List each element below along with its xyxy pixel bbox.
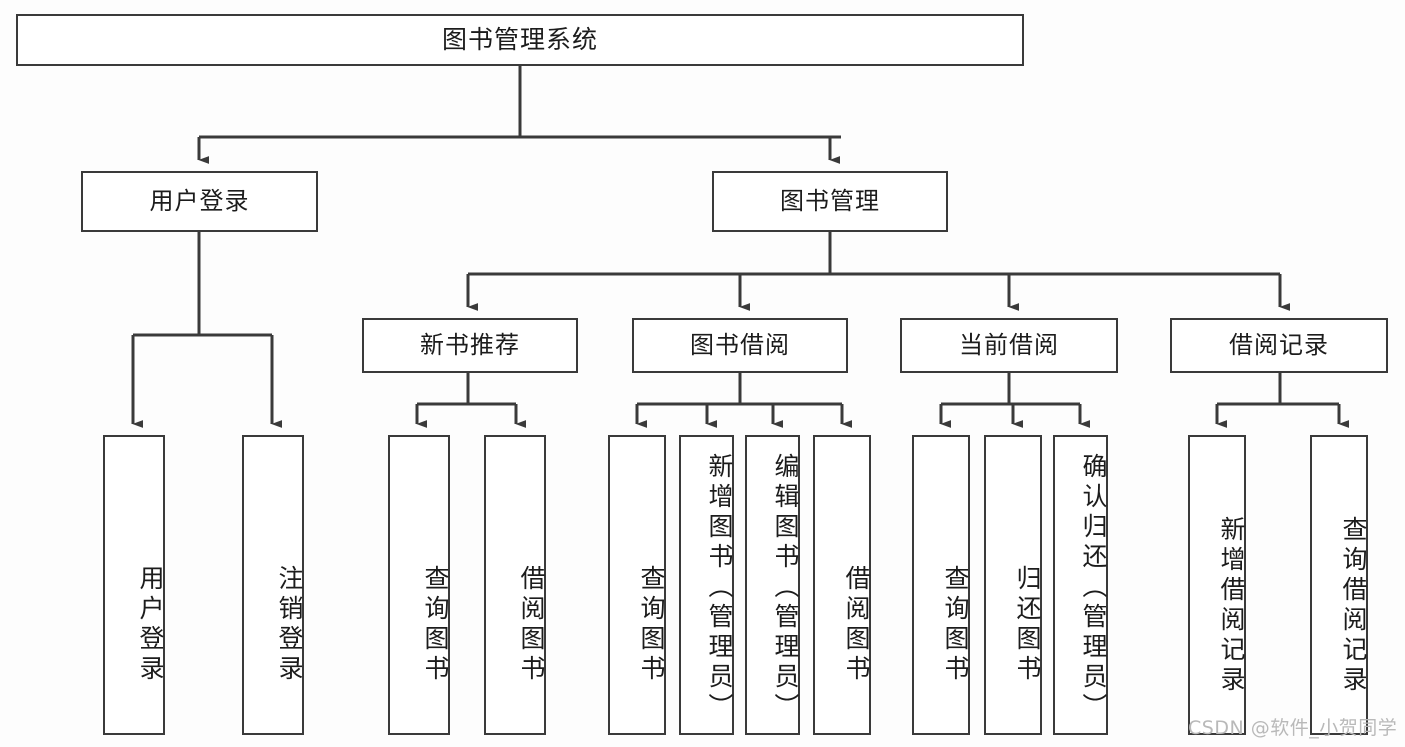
leaf-query-borrow-record[interactable]: 查询借阅记录: [1310, 435, 1368, 735]
node-label: 新书推荐: [420, 331, 520, 360]
node-new-book-recommend[interactable]: 新书推荐: [362, 318, 578, 373]
leaf-logout[interactable]: 注销登录: [242, 435, 304, 735]
node-label: 借阅图书: [842, 565, 871, 685]
leaf-user-login[interactable]: 用户登录: [103, 435, 165, 735]
node-label: 用户登录: [149, 187, 250, 216]
node-root-system[interactable]: 图书管理系统: [16, 14, 1024, 66]
leaf-query-book-borrow[interactable]: 查询图书: [608, 435, 666, 735]
node-book-borrow[interactable]: 图书借阅: [632, 318, 848, 373]
node-label: 查询借阅记录: [1339, 516, 1368, 696]
node-label: 确认归还（管理员）: [1079, 453, 1108, 723]
leaf-return-book[interactable]: 归还图书: [984, 435, 1042, 735]
node-label: 新增借阅记录: [1217, 516, 1246, 696]
node-book-management[interactable]: 图书管理: [712, 171, 948, 232]
node-current-borrow[interactable]: 当前借阅: [900, 318, 1118, 373]
node-label: 用户登录: [136, 565, 165, 685]
node-label: 当前借阅: [959, 331, 1059, 360]
node-label: 借阅记录: [1229, 331, 1329, 360]
watermark: CSDN @软件_小贺同学: [1188, 717, 1398, 739]
node-label: 查询图书: [941, 565, 970, 685]
node-label: 图书管理: [780, 187, 880, 216]
node-label: 注销登录: [275, 565, 304, 685]
node-label: 查询图书: [421, 565, 450, 685]
node-label: 归还图书: [1013, 565, 1042, 685]
leaf-confirm-return-admin[interactable]: 确认归还（管理员）: [1053, 435, 1108, 735]
node-label: 编辑图书（管理员）: [771, 453, 800, 723]
node-label: 新增图书（管理员）: [705, 453, 734, 723]
leaf-borrow-book-recommend[interactable]: 借阅图书: [484, 435, 546, 735]
node-label: 图书管理系统: [441, 25, 598, 54]
leaf-add-book-admin[interactable]: 新增图书（管理员）: [679, 435, 734, 735]
leaf-borrow-book[interactable]: 借阅图书: [813, 435, 871, 735]
leaf-query-book-recommend[interactable]: 查询图书: [388, 435, 450, 735]
node-borrow-record[interactable]: 借阅记录: [1170, 318, 1388, 373]
node-label: 查询图书: [637, 565, 666, 685]
leaf-edit-book-admin[interactable]: 编辑图书（管理员）: [745, 435, 800, 735]
leaf-add-borrow-record[interactable]: 新增借阅记录: [1188, 435, 1246, 735]
node-label: 图书借阅: [690, 331, 790, 360]
node-user-login[interactable]: 用户登录: [81, 171, 318, 232]
node-label: 借阅图书: [517, 565, 546, 685]
leaf-query-book-current[interactable]: 查询图书: [912, 435, 970, 735]
